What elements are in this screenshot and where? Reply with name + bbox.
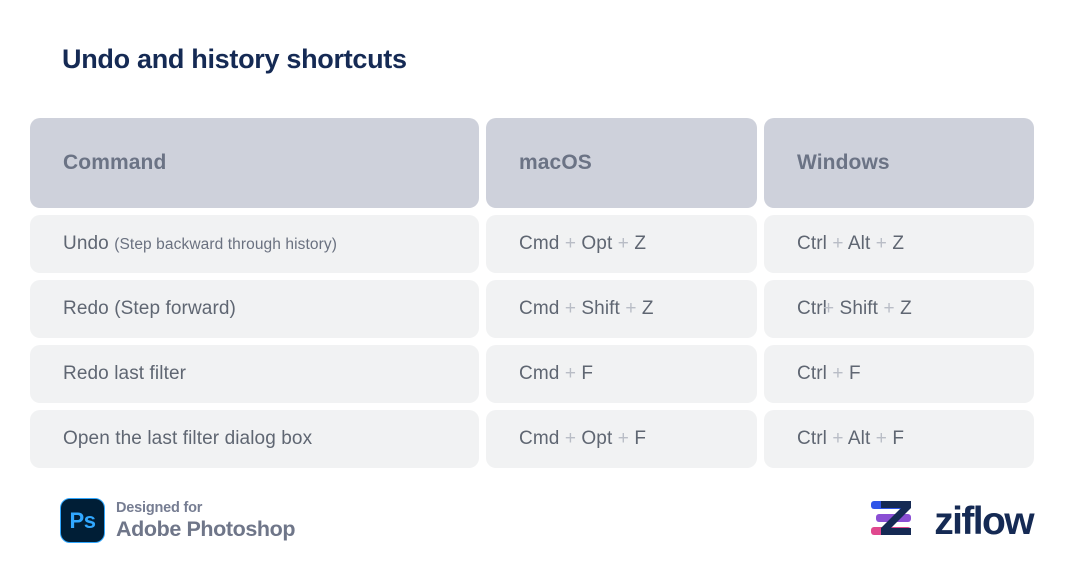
column-header-command-label: Command [63, 151, 167, 174]
windows-shortcut: Ctrl + Alt + F [797, 428, 905, 449]
cell-macos-shortcut: Cmd + Shift + Z [486, 280, 757, 338]
cell-macos-shortcut: Cmd + F [486, 345, 757, 403]
photoshop-badge-text: Designed for Adobe Photoshop [116, 500, 296, 541]
windows-shortcut: Ctrl+ Shift + Z [797, 298, 912, 319]
windows-shortcut: Ctrl + Alt + Z [797, 233, 905, 254]
photoshop-icon: Ps [60, 498, 105, 543]
command-label: Redo last filter [63, 363, 187, 384]
cell-command: Redo last filter [30, 345, 479, 403]
cell-macos-shortcut: Cmd + Opt + F [486, 410, 757, 468]
table-row: Undo (Step backward through history) Cmd… [30, 215, 1034, 273]
command-label: Undo (Step backward through history) [63, 233, 338, 254]
adobe-photoshop-label: Adobe Photoshop [116, 516, 296, 541]
column-header-windows: Windows [764, 118, 1034, 208]
command-label: Redo (Step forward) [63, 298, 236, 319]
macos-shortcut: Cmd + Opt + Z [519, 233, 647, 254]
designed-for-label: Designed for [116, 500, 203, 517]
ziflow-wordmark: ziflow [934, 499, 1034, 543]
table-row: Open the last filter dialog box Cmd + Op… [30, 410, 1034, 468]
table-row: Redo (Step forward) Cmd + Shift + Z Ctrl… [30, 280, 1034, 338]
table-header-row: Command macOS Windows [30, 118, 1034, 208]
ziflow-mark-icon [869, 498, 921, 544]
column-header-windows-label: Windows [797, 151, 890, 174]
adobe-photoshop-badge: Ps Designed for Adobe Photoshop [60, 498, 296, 543]
cell-windows-shortcut: Ctrl+ Shift + Z [764, 280, 1034, 338]
cell-command: Open the last filter dialog box [30, 410, 479, 468]
page-title: Undo and history shortcuts [62, 44, 407, 74]
windows-shortcut: Ctrl + F [797, 363, 861, 384]
macos-shortcut: Cmd + Opt + F [519, 428, 647, 449]
ziflow-logo: ziflow [869, 498, 1035, 544]
column-header-macos-label: macOS [519, 151, 592, 174]
column-header-macos: macOS [486, 118, 757, 208]
macos-shortcut: Cmd + F [519, 363, 594, 384]
column-header-command: Command [30, 118, 479, 208]
shortcuts-table: Command macOS Windows Undo (Step backwar… [30, 118, 1034, 475]
table-row: Redo last filter Cmd + F Ctrl + F [30, 345, 1034, 403]
photoshop-icon-label: Ps [69, 507, 96, 533]
cell-windows-shortcut: Ctrl + F [764, 345, 1034, 403]
cell-command: Redo (Step forward) [30, 280, 479, 338]
command-label: Open the last filter dialog box [63, 428, 313, 449]
cell-windows-shortcut: Ctrl + Alt + F [764, 410, 1034, 468]
cell-command: Undo (Step backward through history) [30, 215, 479, 273]
macos-shortcut: Cmd + Shift + Z [519, 298, 654, 319]
cell-windows-shortcut: Ctrl + Alt + Z [764, 215, 1034, 273]
cell-macos-shortcut: Cmd + Opt + Z [486, 215, 757, 273]
